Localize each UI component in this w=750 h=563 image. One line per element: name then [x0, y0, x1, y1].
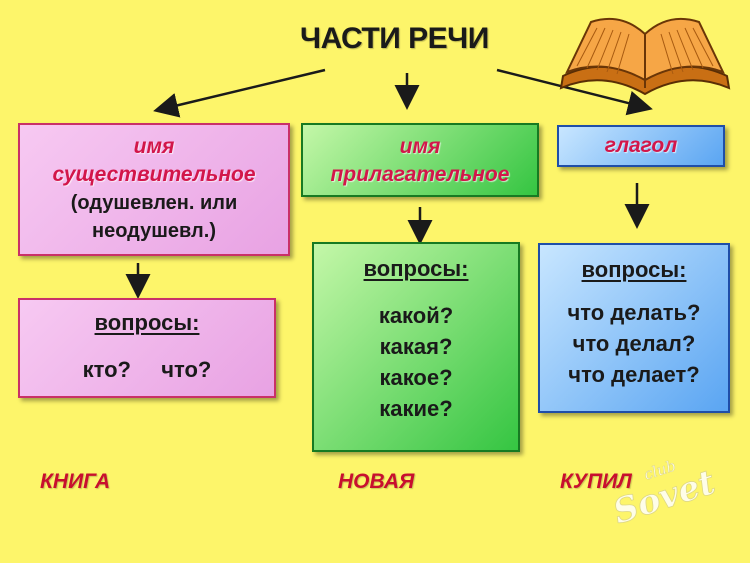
watermark-logo: club Sovet — [612, 458, 721, 533]
question-item: какие? — [379, 396, 453, 421]
adjective-questions-box: вопросы: какой? какая? какое? какие? — [312, 242, 520, 452]
adjective-questions-heading: вопросы: — [363, 256, 469, 281]
question-item: кто? — [82, 357, 131, 382]
question-item: какой? — [378, 303, 454, 328]
verb-questions-list: что делать? что делал? что делает? — [540, 297, 728, 390]
adjective-category-box: имя прилагательное — [301, 123, 539, 197]
verb-label: глагол — [604, 134, 678, 157]
question-item: какое? — [379, 365, 453, 390]
verb-questions-heading: вопросы: — [581, 257, 687, 282]
arrow-title-to-noun — [153, 68, 326, 118]
adjective-label-line1: имя — [399, 135, 441, 158]
adjective-label-line2: прилагательное — [330, 163, 510, 186]
question-item: что делать? — [567, 300, 701, 325]
noun-label-line2: существительное — [52, 163, 256, 186]
noun-questions-heading: вопросы: — [94, 310, 200, 335]
question-item: что? — [161, 357, 212, 382]
verb-category-box: глагол — [557, 125, 725, 167]
open-book-icon — [559, 18, 731, 96]
question-item: какая? — [379, 334, 453, 359]
noun-label-line1: имя — [133, 135, 175, 158]
adjective-example: НОВАЯ — [338, 470, 415, 493]
verb-example: КУПИЛ — [560, 470, 632, 493]
question-item: что делает? — [568, 362, 700, 387]
verb-questions-box: вопросы: что делать? что делал? что дела… — [538, 243, 730, 413]
question-item: что делал? — [572, 331, 696, 356]
noun-category-box: имя существительное (одушевлен. или неод… — [18, 123, 290, 256]
noun-questions-row: кто? что? — [20, 354, 274, 385]
noun-questions-box: вопросы: кто? что? — [18, 298, 276, 398]
arrow-title-to-verb — [496, 68, 653, 116]
diagram-title: ЧАСТИ РЕЧИ — [300, 22, 489, 55]
noun-example: КНИГА — [40, 470, 111, 493]
adjective-questions-list: какой? какая? какое? какие? — [314, 300, 518, 424]
noun-note-line2: неодушевл.) — [92, 220, 216, 242]
noun-note-line1: (одушевлен. или — [70, 192, 238, 214]
